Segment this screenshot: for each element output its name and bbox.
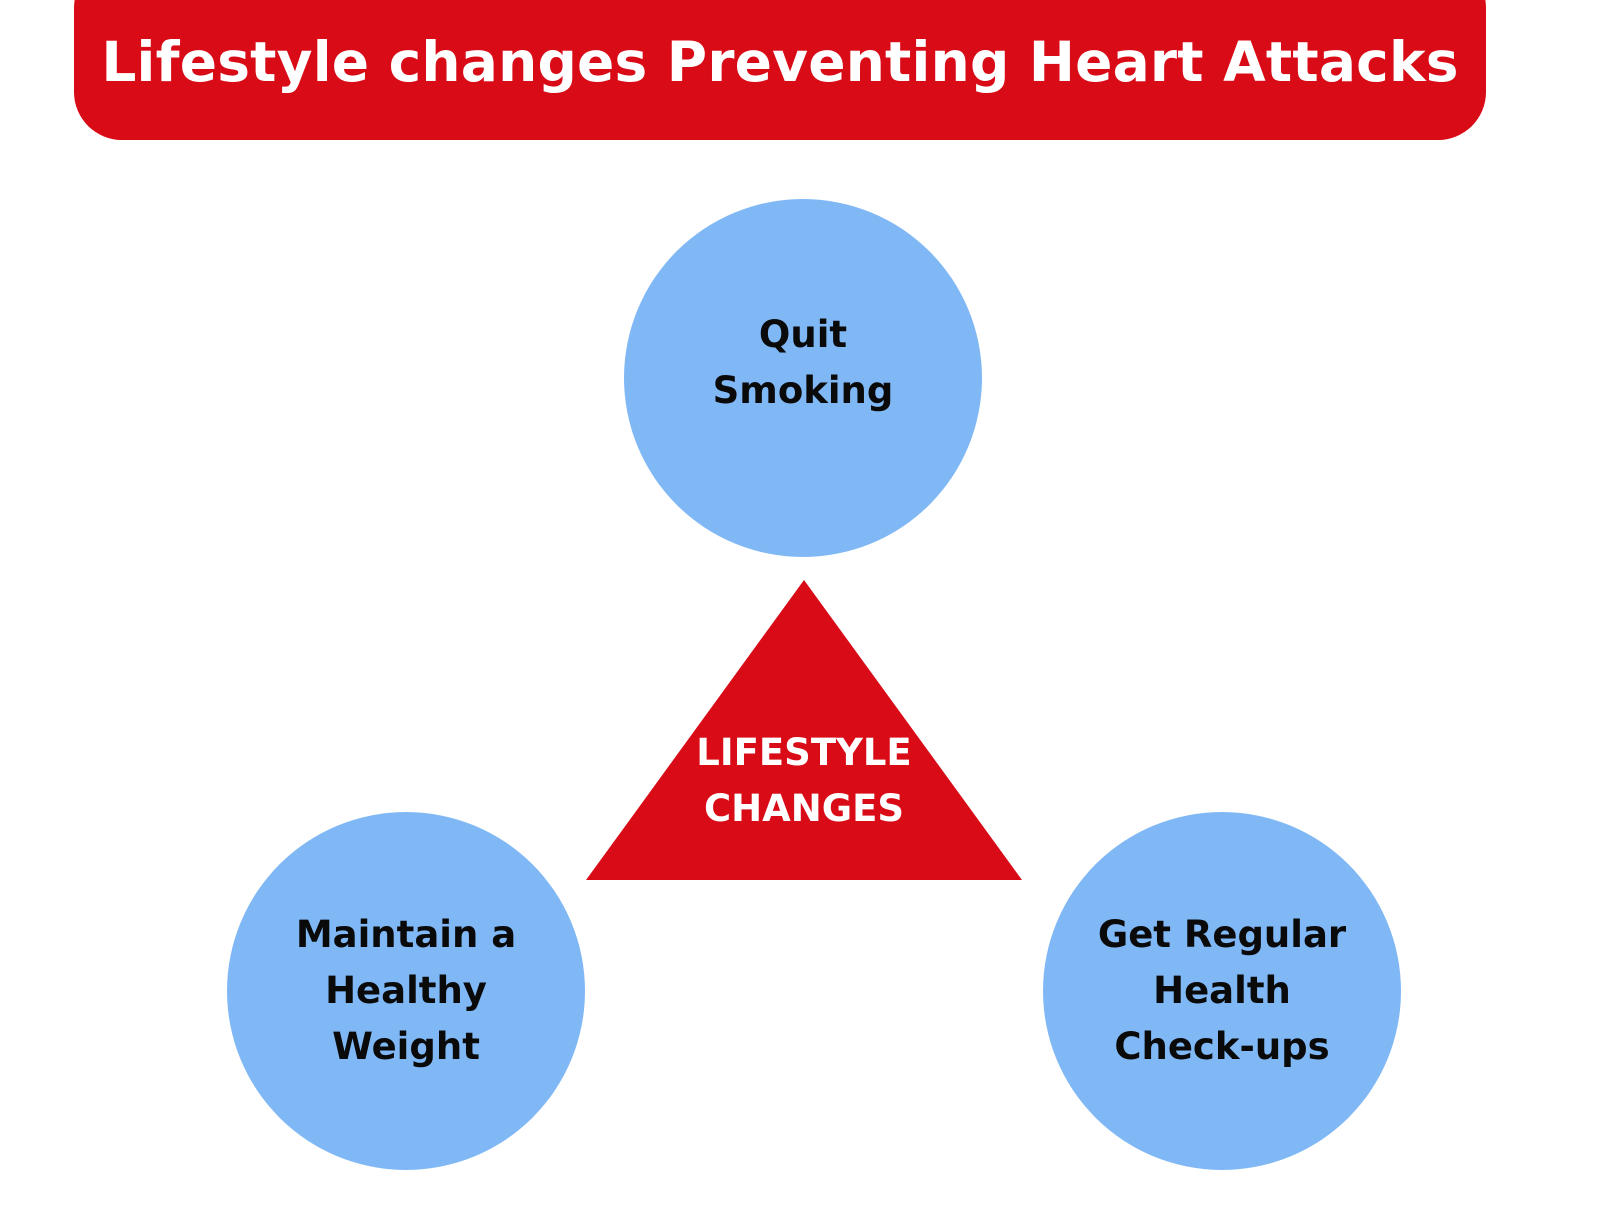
center-label: LIFESTYLE CHANGES [696,731,912,830]
node-healthy-weight: Maintain a Healthy Weight [227,812,585,1170]
node-health-checkups: Get Regular Health Check-ups [1043,812,1401,1170]
node-label: Get Regular Health Check-ups [1097,913,1347,1068]
node-quit-smoking: Quit Smoking [624,199,982,557]
triangle-shape [586,580,1022,880]
title-banner: Lifestyle changes Preventing Heart Attac… [74,0,1486,140]
node-label: Maintain a Healthy Weight [295,913,517,1068]
node-label: Quit Smoking [712,313,894,412]
page-title: Lifestyle changes Preventing Heart Attac… [101,30,1459,94]
center-triangle: LIFESTYLE CHANGES [586,580,1022,880]
